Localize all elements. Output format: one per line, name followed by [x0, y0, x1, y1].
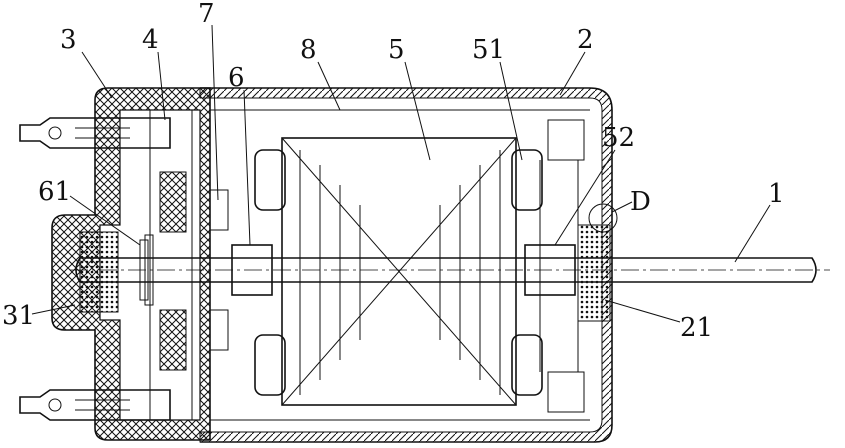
terminal-bottom — [19, 389, 171, 421]
housing — [199, 87, 613, 443]
label-1: 1 — [768, 179, 785, 209]
label-6: 6 — [228, 63, 245, 93]
rotor — [281, 137, 517, 406]
label-3: 3 — [60, 25, 77, 55]
label-5: 5 — [388, 35, 405, 65]
end-cap — [51, 87, 229, 441]
label-d: D — [630, 187, 651, 217]
label-2: 2 — [577, 25, 594, 55]
label-4: 4 — [142, 25, 159, 55]
shaft — [70, 257, 830, 283]
label-51: 51 — [472, 35, 505, 65]
label-31: 31 — [2, 301, 35, 331]
terminal-top — [19, 117, 171, 149]
label-21: 21 — [680, 313, 713, 343]
leader-lines — [31, 24, 771, 323]
label-61: 61 — [38, 177, 71, 207]
detail-d-marker — [588, 203, 618, 233]
label-8: 8 — [300, 35, 317, 65]
label-52: 52 — [602, 123, 635, 153]
label-7: 7 — [198, 0, 215, 29]
magnets — [254, 149, 543, 396]
